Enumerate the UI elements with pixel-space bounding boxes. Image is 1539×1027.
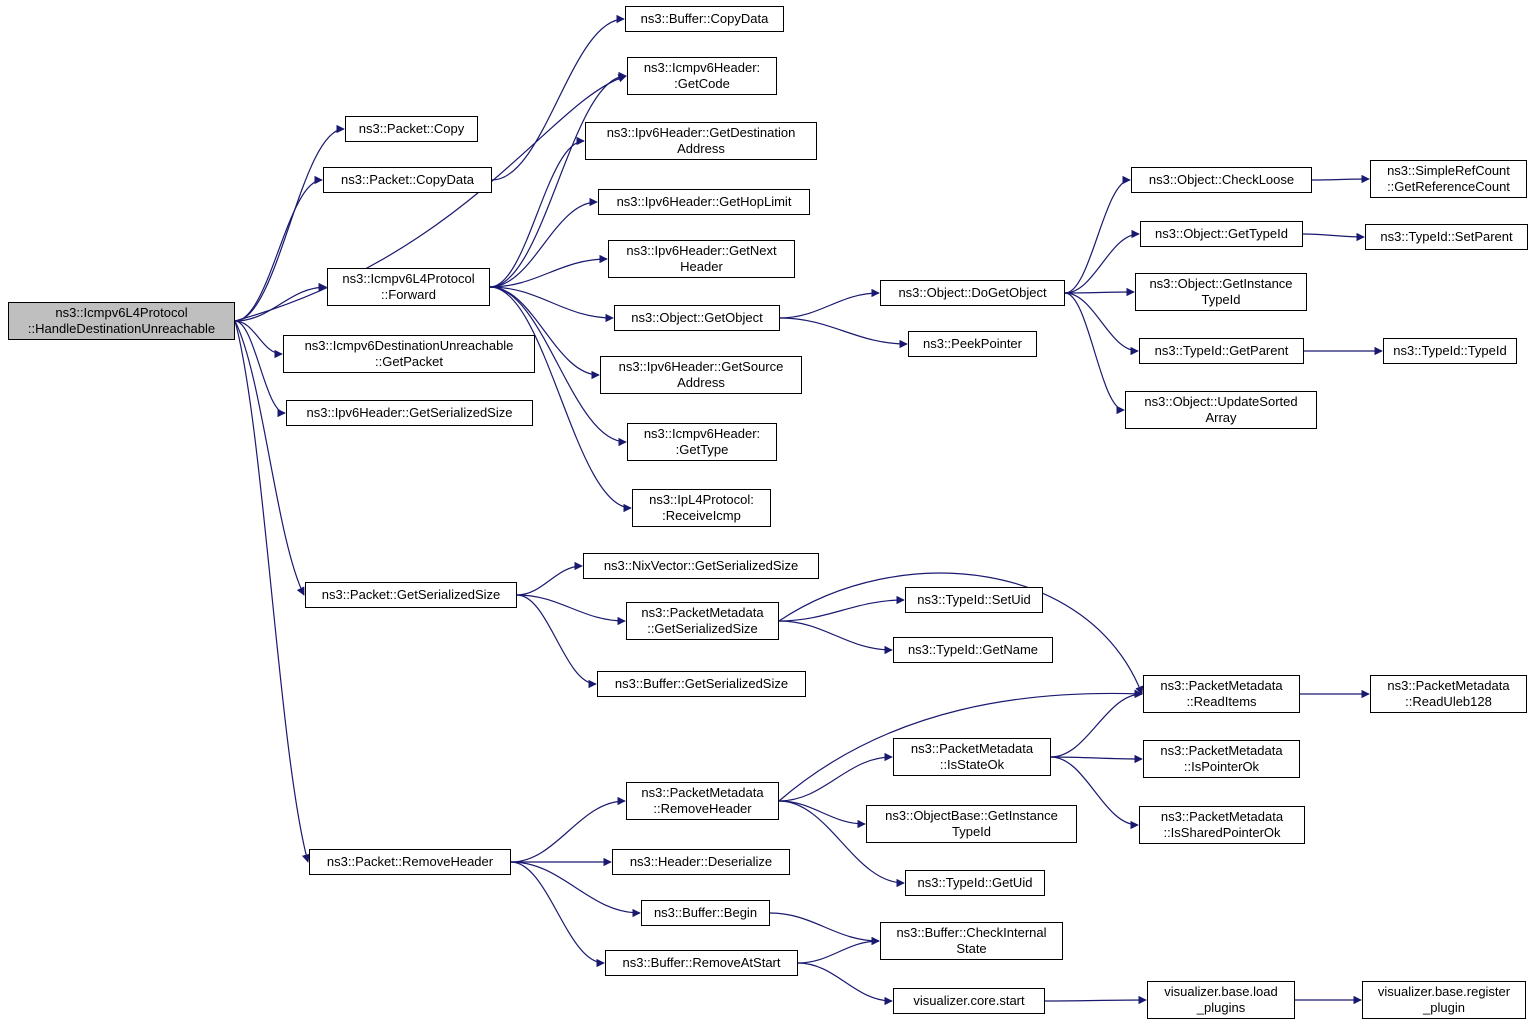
graph-node-obj_gettypeid[interactable]: ns3::Object::GetTypeId	[1140, 221, 1303, 247]
edge-pm_isstateok-to-pm_issharedpointerok	[1050, 756, 1139, 830]
graph-node-pkt_copy[interactable]: ns3::Packet::Copy	[345, 116, 478, 142]
edge-buf_begin-to-buf_checkinternalstate	[769, 912, 880, 946]
graph-node-typeid_setparent[interactable]: ns3::TypeId::SetParent	[1365, 224, 1528, 250]
graph-node-obj_dogetobject[interactable]: ns3::Object::DoGetObject	[880, 280, 1065, 306]
graph-node-buf_checkinternalstate[interactable]: ns3::Buffer::CheckInternal State	[880, 922, 1063, 960]
edge-pm_removeheader-to-ob_getinstancetypeid	[778, 800, 866, 829]
graph-node-ipv6_gethoplimit[interactable]: ns3::Ipv6Header::GetHopLimit	[598, 189, 810, 215]
graph-node-pm_removeheader[interactable]: ns3::PacketMetadata ::RemoveHeader	[626, 782, 779, 820]
graph-node-ob_getinstancetypeid[interactable]: ns3::ObjectBase::GetInstance TypeId	[866, 805, 1077, 843]
edge-pm_getserializedsize-to-typeid_getname	[778, 620, 893, 655]
graph-node-typeid_setuid[interactable]: ns3::TypeId::SetUid	[905, 587, 1043, 613]
graph-node-buf_begin[interactable]: ns3::Buffer::Begin	[641, 900, 770, 926]
graph-node-obj_getinstancetypeid[interactable]: ns3::Object::GetInstance TypeId	[1135, 273, 1307, 311]
edge-handle-to-pkt_copy	[234, 124, 345, 322]
edge-obj_gettypeid-to-typeid_setparent	[1302, 232, 1365, 242]
edge-pkt_copydata-to-buf_copydata	[491, 14, 625, 181]
graph-node-pkt_removeheader[interactable]: ns3::Packet::RemoveHeader	[309, 849, 511, 875]
graph-node-getpacket[interactable]: ns3::Icmpv6DestinationUnreachable ::GetP…	[283, 335, 535, 373]
graph-node-typeid_typeid[interactable]: ns3::TypeId::TypeId	[1383, 338, 1517, 364]
edge-pkt_getserializedsize-to-buf_getserializedsize	[516, 594, 597, 689]
edge-obj_getobject-to-peekpointer	[779, 317, 908, 349]
edge-forward-to-icmpv6_gettype	[489, 286, 627, 447]
edge-handle-to-forward	[234, 282, 327, 322]
edge-obj_dogetobject-to-obj_getinstancetypeid	[1064, 287, 1135, 297]
edge-pm_removeheader-to-pm_isstateok	[778, 752, 893, 802]
graph-node-handle: ns3::Icmpv6L4Protocol ::HandleDestinatio…	[8, 302, 235, 340]
edge-forward-to-icmpv6_getcode	[489, 71, 627, 288]
edge-pm_getserializedsize-to-pm_readitems	[778, 572, 1144, 695]
edge-obj_dogetobject-to-obj_checkloose	[1064, 175, 1131, 294]
graph-node-buf_getserializedsize[interactable]: ns3::Buffer::GetSerializedSize	[597, 671, 806, 697]
graph-node-forward[interactable]: ns3::Icmpv6L4Protocol ::Forward	[327, 268, 490, 306]
edge-pkt_removeheader-to-pm_removeheader	[510, 796, 626, 863]
graph-node-ipv6_getnextheader[interactable]: ns3::Ipv6Header::GetNext Header	[608, 240, 795, 278]
graph-node-typeid_getuid[interactable]: ns3::TypeId::GetUid	[905, 870, 1045, 896]
edge-handle-to-pkt_getserializedsize	[234, 320, 305, 596]
edge-forward-to-ipv6_getdestaddr	[489, 136, 585, 288]
edge-pm_removeheader-to-typeid_getuid	[778, 800, 905, 888]
graph-node-buf_copydata[interactable]: ns3::Buffer::CopyData	[625, 6, 784, 32]
edge-handle-to-pkt_removeheader	[234, 320, 311, 863]
graph-node-ipl4_receiveicmp[interactable]: ns3::IpL4Protocol: :ReceiveIcmp	[632, 489, 771, 527]
edge-pm_getserializedsize-to-typeid_setuid	[778, 595, 905, 622]
graph-node-vis_start[interactable]: visualizer.core.start	[893, 988, 1045, 1014]
edge-vis_start-to-vis_loadplugins	[1044, 995, 1147, 1005]
graph-node-obj_getobject[interactable]: ns3::Object::GetObject	[614, 305, 780, 331]
graph-node-typeid_getname[interactable]: ns3::TypeId::GetName	[893, 637, 1053, 663]
graph-node-icmpv6_getcode[interactable]: ns3::Icmpv6Header: :GetCode	[627, 57, 777, 95]
edge-pm_isstateok-to-pm_ispointerok	[1050, 754, 1143, 764]
graph-node-pm_getserializedsize[interactable]: ns3::PacketMetadata ::GetSerializedSize	[626, 602, 779, 640]
edge-handle-to-pkt_copydata	[234, 175, 323, 322]
graph-node-icmpv6_gettype[interactable]: ns3::Icmpv6Header: :GetType	[627, 423, 777, 461]
edge-forward-to-obj_getobject	[489, 286, 614, 323]
edge-pkt_removeheader-to-buf_begin	[510, 861, 641, 918]
graph-node-pm_readuleb128[interactable]: ns3::PacketMetadata ::ReadUleb128	[1370, 675, 1527, 713]
edge-obj_checkloose-to-src_getrefcount	[1311, 174, 1370, 184]
edge-forward-to-ipv6_gethoplimit	[489, 197, 598, 288]
edge-handle-to-getpacket	[234, 320, 283, 359]
edge-forward-to-ipv6_getnextheader	[489, 254, 608, 288]
edge-obj_getobject-to-obj_dogetobject	[779, 288, 880, 319]
graph-node-pm_readitems[interactable]: ns3::PacketMetadata ::ReadItems	[1143, 675, 1300, 713]
edge-pkt_removeheader-to-buf_removeatstart	[510, 861, 605, 968]
graph-node-buf_removeatstart[interactable]: ns3::Buffer::RemoveAtStart	[605, 950, 798, 976]
edge-buf_removeatstart-to-vis_start	[797, 962, 893, 1006]
edge-handle-to-ipv6_getserializedsize	[234, 320, 286, 418]
graph-node-hdr_deserialize[interactable]: ns3::Header::Deserialize	[612, 849, 790, 875]
graph-node-vis_registerplugin[interactable]: visualizer.base.register _plugin	[1362, 981, 1526, 1019]
graph-node-nix_getserializedsize[interactable]: ns3::NixVector::GetSerializedSize	[583, 553, 819, 579]
edge-obj_dogetobject-to-obj_gettypeid	[1064, 229, 1140, 294]
edge-pm_isstateok-to-pm_readitems	[1050, 689, 1143, 758]
graph-node-vis_loadplugins[interactable]: visualizer.base.load _plugins	[1147, 981, 1295, 1019]
graph-node-pkt_getserializedsize[interactable]: ns3::Packet::GetSerializedSize	[305, 582, 517, 608]
graph-node-src_getrefcount[interactable]: ns3::SimpleRefCount ::GetReferenceCount	[1370, 160, 1527, 198]
edge-forward-to-ipl4_receiveicmp	[489, 286, 632, 513]
graph-node-typeid_getparent[interactable]: ns3::TypeId::GetParent	[1139, 338, 1304, 364]
graph-node-peekpointer[interactable]: ns3::PeekPointer	[908, 331, 1037, 357]
graph-node-pm_issharedpointerok[interactable]: ns3::PacketMetadata ::IsSharedPointerOk	[1139, 806, 1305, 844]
edge-pm_removeheader-to-pm_readitems	[778, 689, 1143, 802]
graph-node-ipv6_getserializedsize[interactable]: ns3::Ipv6Header::GetSerializedSize	[286, 400, 533, 426]
graph-node-pkt_copydata[interactable]: ns3::Packet::CopyData	[323, 167, 492, 193]
edge-obj_dogetobject-to-typeid_getparent	[1064, 292, 1139, 356]
graph-node-obj_updatesortedarray[interactable]: ns3::Object::UpdateSorted Array	[1125, 391, 1317, 429]
edge-pkt_getserializedsize-to-pm_getserializedsize	[516, 594, 626, 626]
graph-node-pm_ispointerok[interactable]: ns3::PacketMetadata ::IsPointerOk	[1143, 740, 1300, 778]
graph-node-ipv6_getsrcaddr[interactable]: ns3::Ipv6Header::GetSource Address	[600, 356, 802, 394]
graph-node-ipv6_getdestaddr[interactable]: ns3::Ipv6Header::GetDestination Address	[585, 122, 817, 160]
graph-node-obj_checkloose[interactable]: ns3::Object::CheckLoose	[1131, 167, 1312, 193]
graph-node-pm_isstateok[interactable]: ns3::PacketMetadata ::IsStateOk	[893, 738, 1051, 776]
edge-buf_removeatstart-to-buf_checkinternalstate	[797, 936, 880, 964]
edge-obj_dogetobject-to-obj_updatesortedarray	[1064, 292, 1125, 415]
edge-pkt_getserializedsize-to-nix_getserializedsize	[516, 561, 583, 596]
